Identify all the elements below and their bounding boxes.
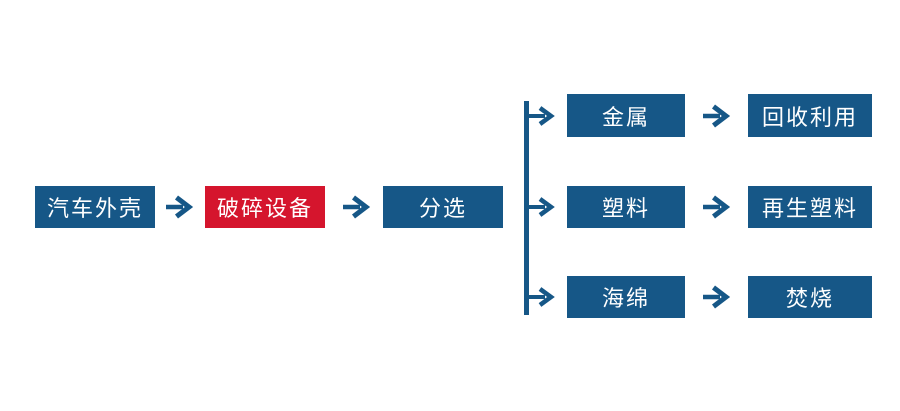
- arrow-right-icon: [526, 197, 555, 217]
- arrow-right-icon: [343, 195, 371, 219]
- node-sorting: 分选: [383, 186, 503, 228]
- arrow-right-icon: [526, 287, 555, 307]
- node-metal: 金属: [567, 94, 685, 137]
- arrow-right-icon: [703, 195, 731, 219]
- arrow-right-icon: [166, 195, 194, 219]
- node-car-shell: 汽车外壳: [35, 186, 155, 228]
- node-recycled-plastic: 再生塑料: [748, 186, 872, 228]
- node-incineration: 焚烧: [748, 276, 872, 318]
- node-sponge: 海绵: [567, 276, 685, 318]
- arrow-right-icon: [703, 285, 731, 309]
- node-plastic: 塑料: [567, 186, 685, 228]
- node-recycle-use: 回收利用: [748, 94, 872, 137]
- node-crusher: 破碎设备: [205, 186, 325, 228]
- arrow-right-icon: [703, 104, 731, 128]
- arrow-right-icon: [526, 106, 555, 126]
